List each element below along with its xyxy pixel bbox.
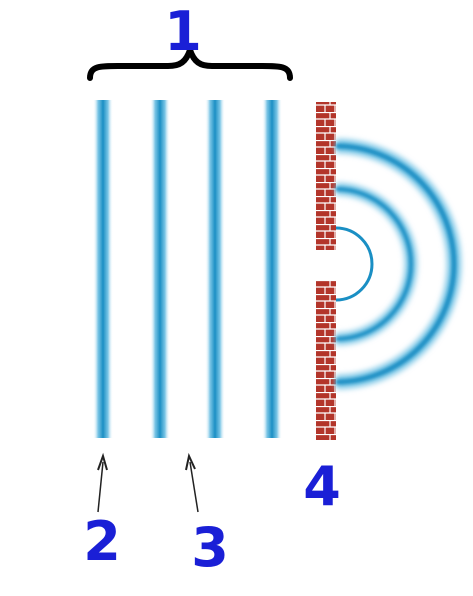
brace <box>87 47 293 81</box>
label-barrier: 4 <box>303 455 341 518</box>
arrow-to-gap <box>189 461 199 513</box>
arrow-to-wavefront <box>97 461 104 513</box>
pointer-arrows <box>97 452 199 513</box>
barrier-lower <box>316 280 336 440</box>
label-plane-waves: 1 <box>164 0 202 63</box>
barrier-upper <box>316 102 336 250</box>
semicircle-wave-inner <box>335 226 374 302</box>
semicircle-wave-middle-core <box>335 187 413 341</box>
wavefront-line <box>262 100 282 438</box>
label-wavefront: 2 <box>83 510 121 573</box>
wavefront-line <box>150 100 170 438</box>
wavefront-line <box>205 100 225 438</box>
arrow-head <box>185 452 196 471</box>
semicircle-wave-middle <box>335 183 417 345</box>
arrow-head <box>97 452 108 471</box>
plane-wavefronts <box>93 100 282 438</box>
semicircle-wave-outer <box>335 139 461 389</box>
diffracted-waves <box>335 139 461 389</box>
brick-barrier <box>316 102 336 440</box>
semicircle-wave-outer-core <box>335 143 457 385</box>
label-gap: 3 <box>191 516 229 579</box>
wavefront-line <box>93 100 113 438</box>
